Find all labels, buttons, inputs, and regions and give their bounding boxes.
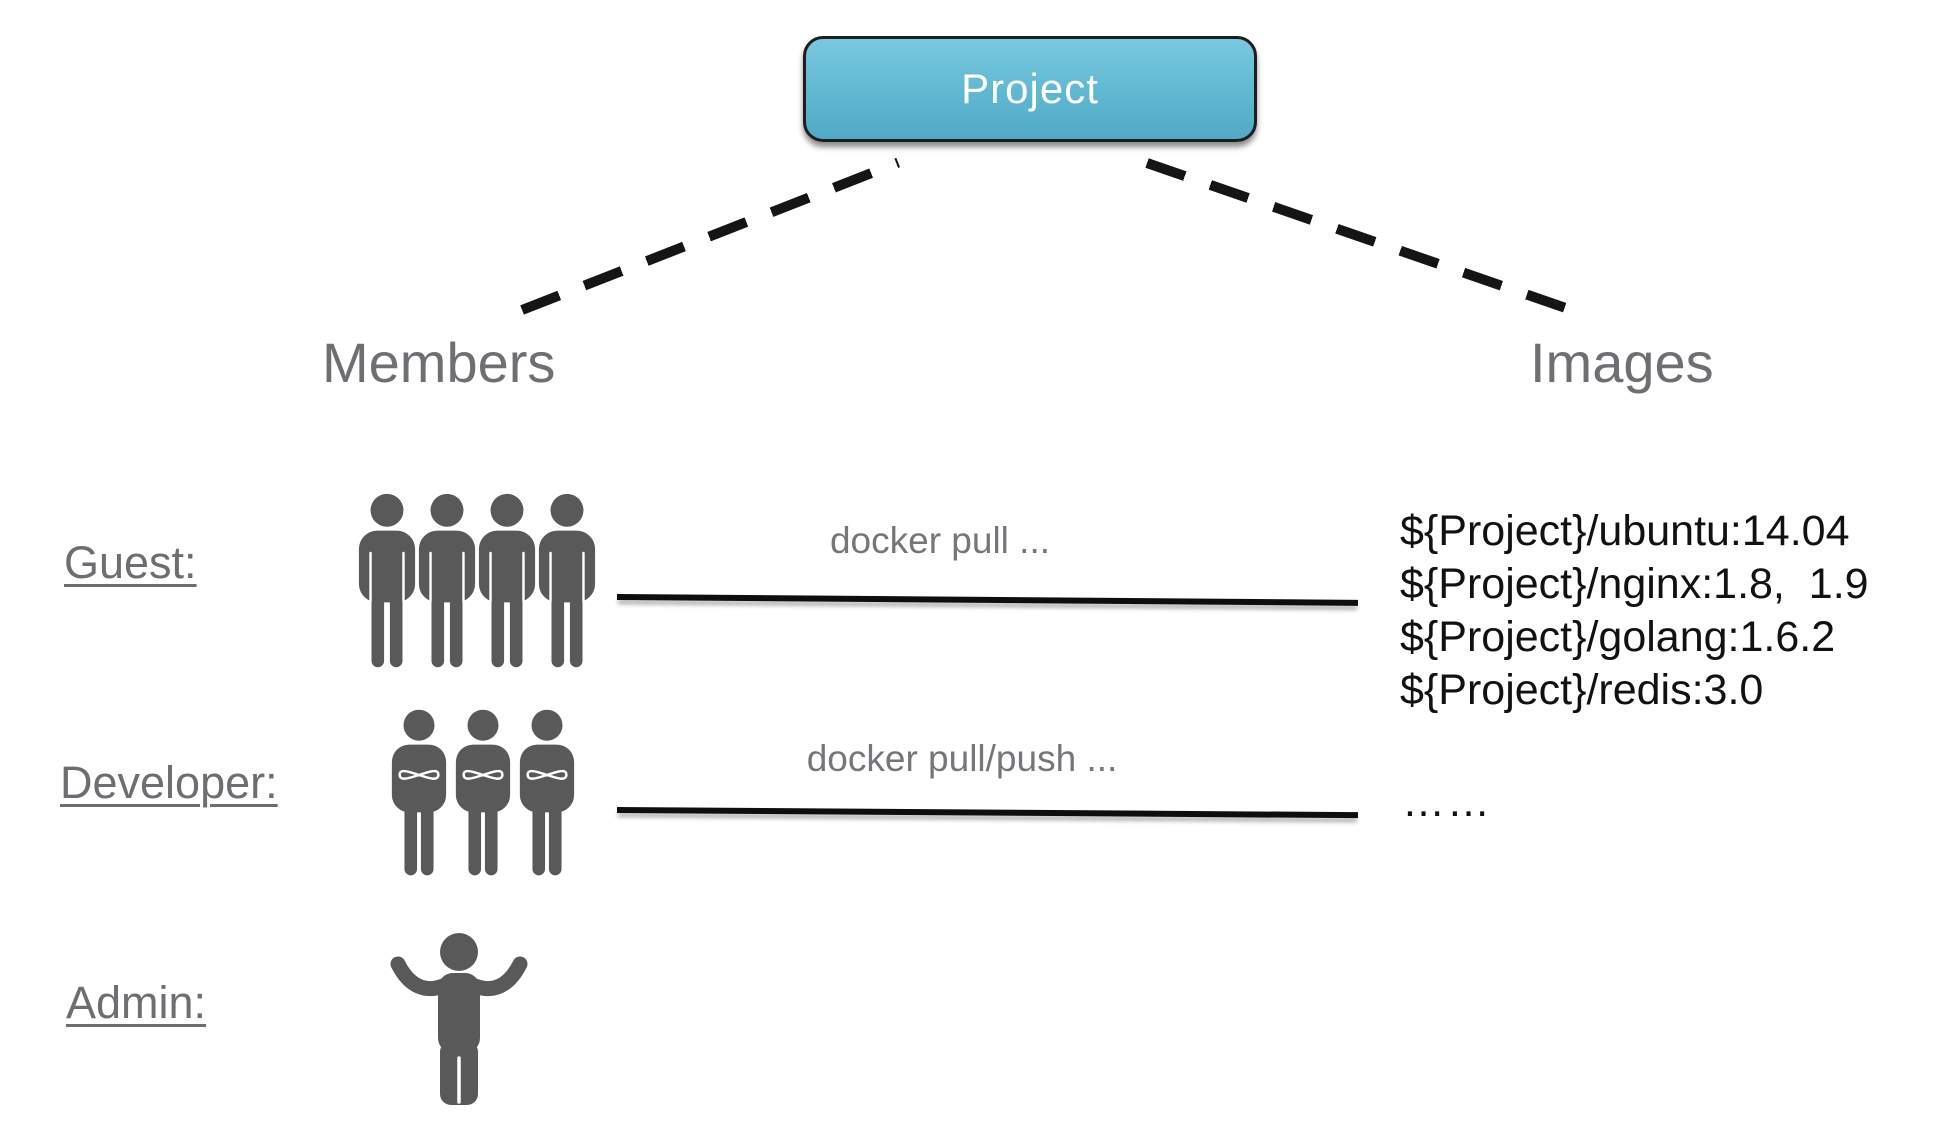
dashed-connector-members xyxy=(520,157,900,315)
developer-person-icon xyxy=(391,709,447,876)
guest-person-icon xyxy=(478,493,536,668)
developer-role-label: Developer: xyxy=(60,757,278,808)
image-list: ${Project}/ubuntu:14.04 ${Project}/nginx… xyxy=(1400,505,1869,717)
developer-pullpush-line xyxy=(616,807,1359,819)
project-node: Project xyxy=(803,36,1257,142)
guest-pull-line xyxy=(616,594,1359,606)
admin-member-group xyxy=(383,926,533,1111)
developer-person-icon xyxy=(455,709,511,876)
developer-person-icon xyxy=(519,709,575,876)
images-heading: Images xyxy=(1530,331,1714,394)
project-node-label: Project xyxy=(961,65,1099,112)
guest-members-group xyxy=(356,490,596,672)
members-heading: Members xyxy=(322,331,556,394)
guest-role-label: Guest: xyxy=(64,537,197,588)
developer-action-label: docker pull/push ... xyxy=(806,738,1118,779)
guest-action-label: docker pull ... xyxy=(829,520,1051,561)
image-list-item: ${Project}/golang:1.6.2 xyxy=(1400,613,1836,661)
image-list-ellipsis: …… xyxy=(1402,778,1492,826)
image-list-item: ${Project}/nginx:1.8, 1.9 xyxy=(1400,560,1869,608)
guest-person-icon xyxy=(418,493,476,668)
developer-members-group xyxy=(388,706,580,880)
image-list-item: ${Project}/ubuntu:14.04 xyxy=(1400,507,1850,555)
dashed-connector-images xyxy=(1145,158,1581,318)
image-list-item: ${Project}/redis:3.0 xyxy=(1400,666,1764,714)
admin-person-icon xyxy=(390,933,528,1105)
guest-person-icon xyxy=(358,493,416,668)
guest-person-icon xyxy=(538,493,596,668)
admin-role-label: Admin: xyxy=(66,977,207,1028)
